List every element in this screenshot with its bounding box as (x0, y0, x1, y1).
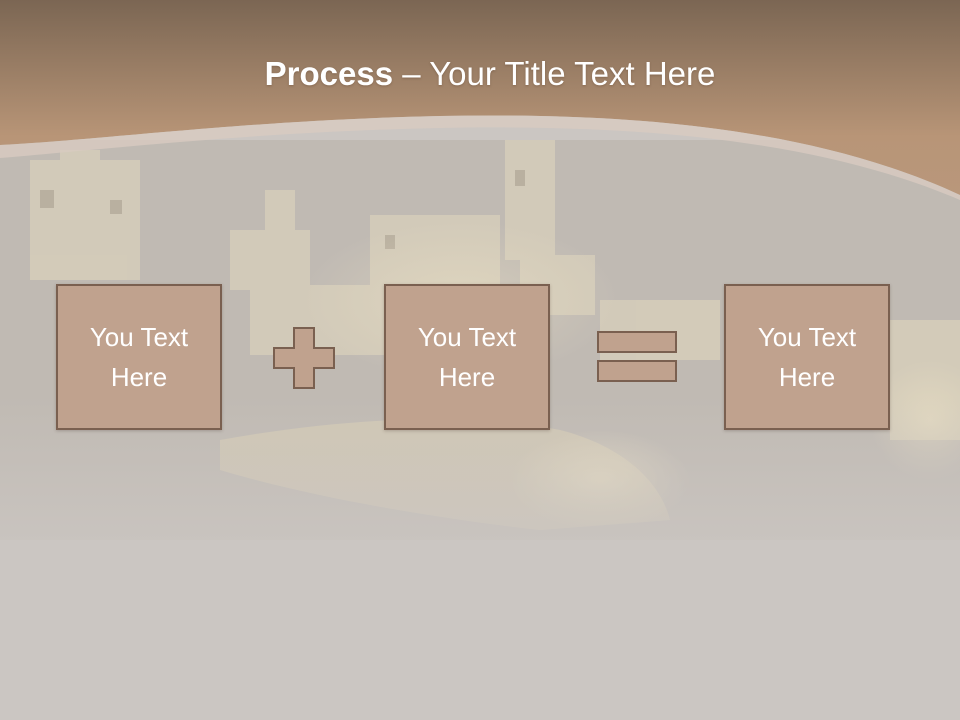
equals-icon (597, 331, 677, 382)
process-box-3-text: You Text Here (757, 322, 857, 392)
process-box-1-text: You Text Here (89, 322, 189, 392)
process-box-3[interactable]: You Text Here (724, 284, 890, 430)
title-rest: – Your Title Text Here (393, 55, 716, 92)
page-title: Process – Your Title Text Here (0, 52, 960, 96)
process-box-2[interactable]: You Text Here (384, 284, 550, 430)
title-bold: Process (264, 55, 394, 92)
process-box-2-text: You Text Here (417, 322, 517, 392)
plus-icon (273, 327, 335, 389)
process-box-1[interactable]: You Text Here (56, 284, 222, 430)
header-band (0, 0, 960, 200)
